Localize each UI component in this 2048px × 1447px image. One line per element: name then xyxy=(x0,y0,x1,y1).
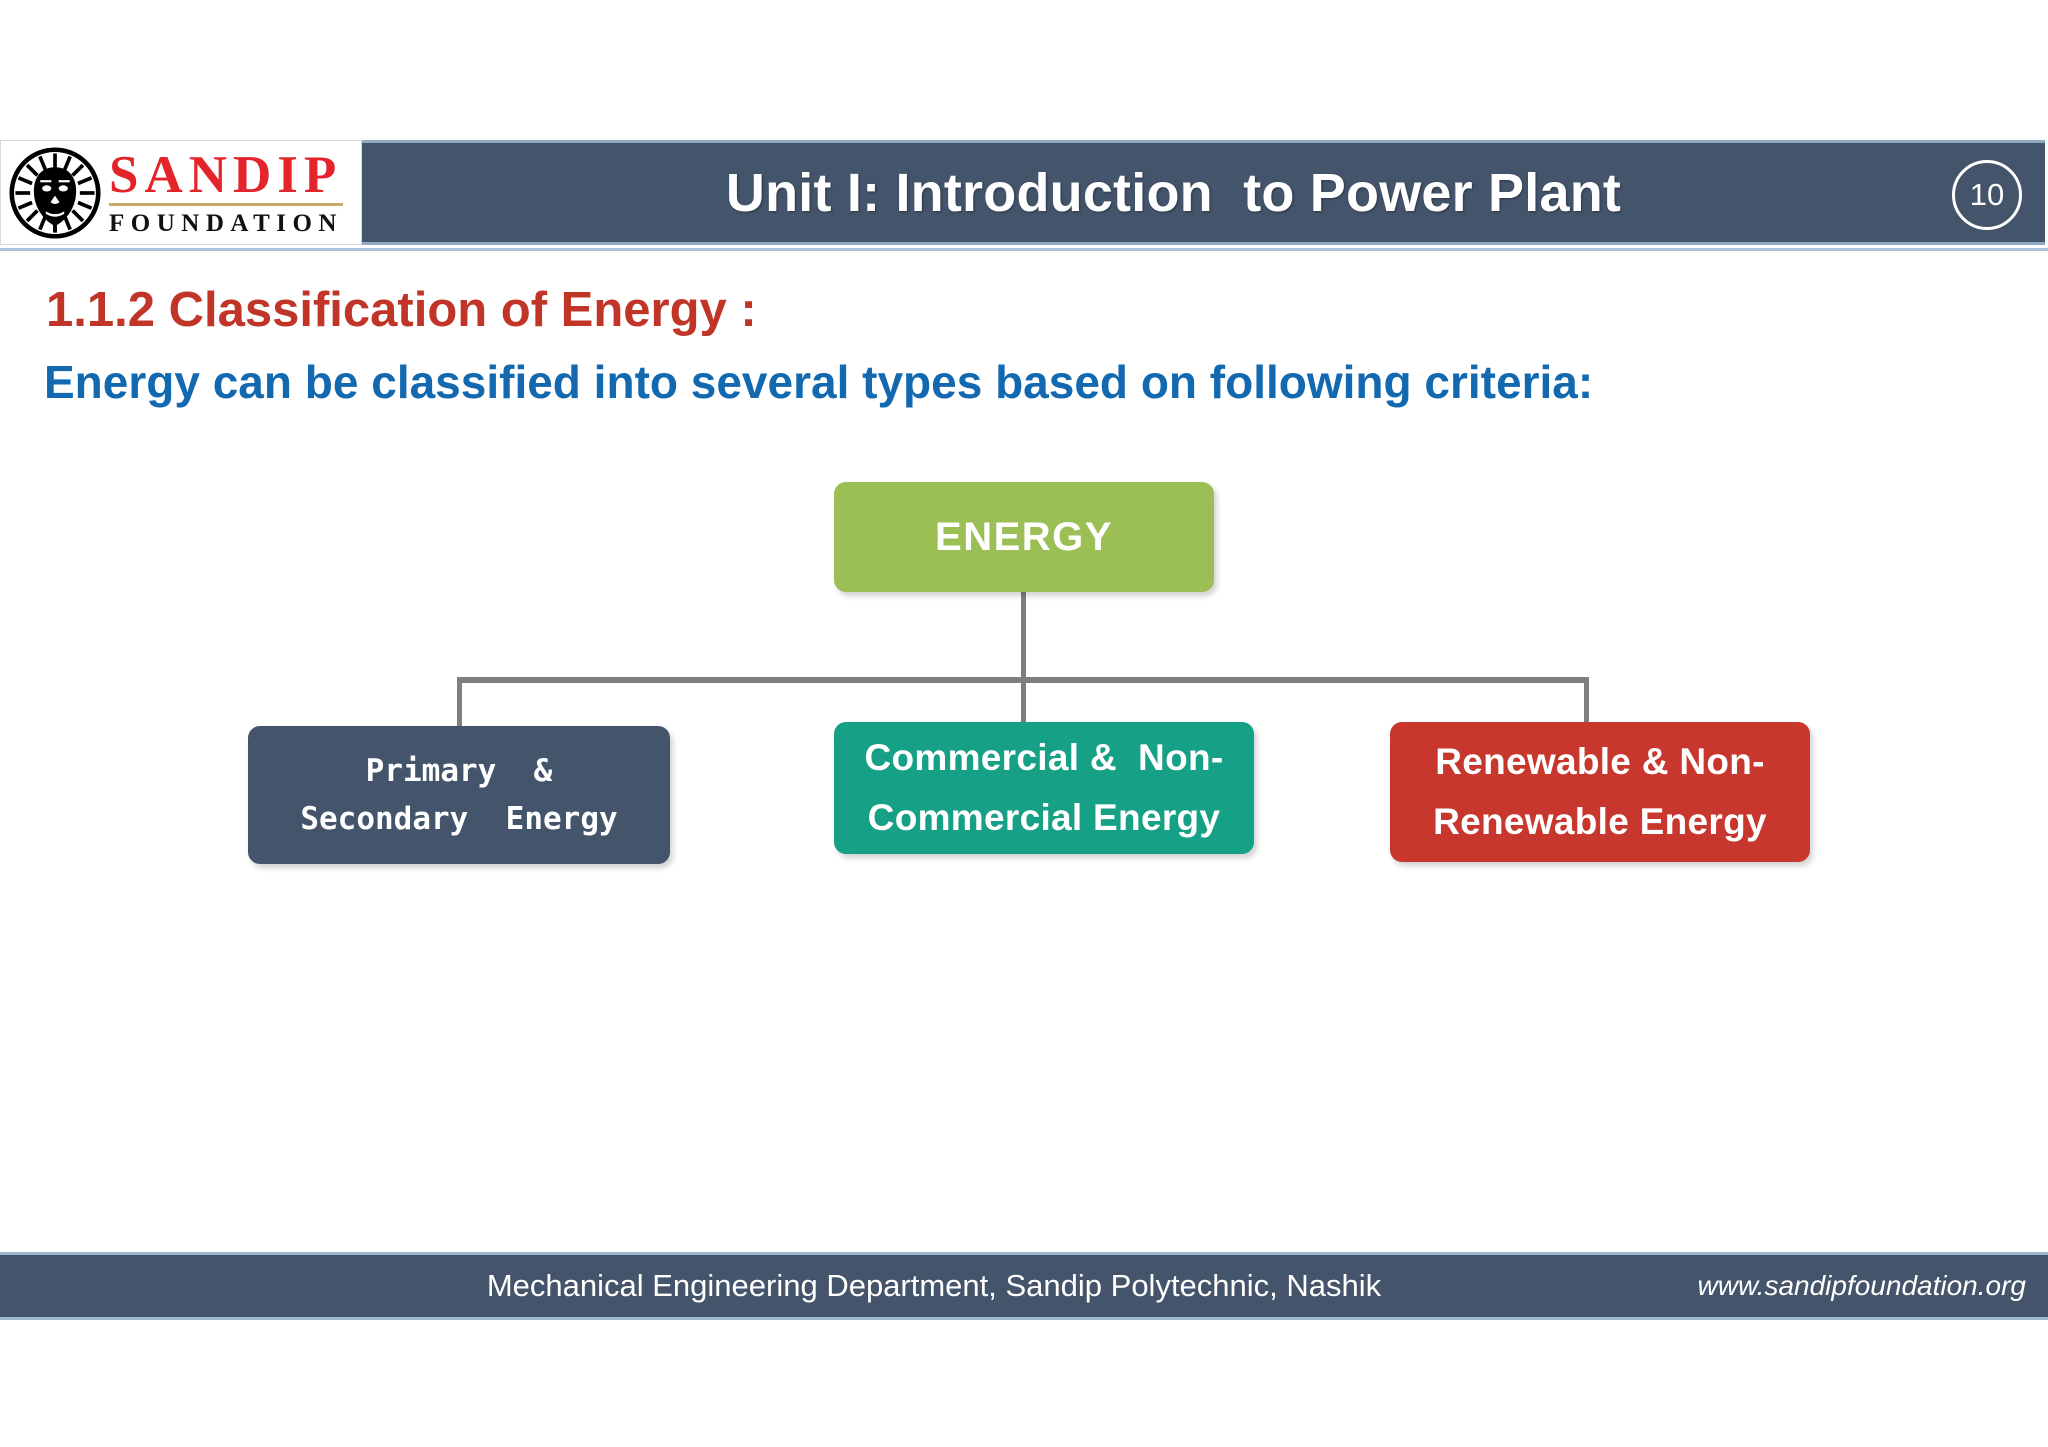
diagram-node-energy[interactable]: ENERGY xyxy=(834,482,1214,592)
diagram-node-commercial-noncommercial[interactable]: Commercial & Non- Commercial Energy xyxy=(834,722,1254,854)
footer-department-text: Mechanical Engineering Department, Sandi… xyxy=(486,1268,1382,1303)
node-label-line-1: Primary & xyxy=(365,752,553,789)
header-title-bar xyxy=(362,140,2045,245)
node-label-line-1: Renewable & Non- xyxy=(1435,741,1765,783)
page-title: Unit I: Introduction to Power Plant xyxy=(725,162,1622,223)
section-heading: 1.1.2 Classification of Energy : xyxy=(46,283,757,337)
connector-branch-middle xyxy=(1021,677,1026,725)
node-label-line-2: Secondary Energy xyxy=(300,801,618,837)
page-number-badge: 10 xyxy=(1952,160,2022,230)
lion-head-circle-icon xyxy=(9,146,101,239)
diagram-node-renewable-nonrenewable[interactable]: Renewable & Non- Renewable Energy xyxy=(1390,722,1810,862)
connector-branch-right xyxy=(1584,677,1589,725)
node-label-line-2: Renewable Energy xyxy=(1433,801,1767,842)
footer-website-url[interactable]: www.sandipfoundation.org xyxy=(1697,1270,2026,1301)
slide-footer: Mechanical Engineering Department, Sandi… xyxy=(0,1252,2048,1320)
slide-header: Unit I: Introduction to Power Plant 10 xyxy=(0,140,2048,248)
node-label-line-1: Commercial & Non- xyxy=(864,737,1224,779)
section-subtitle: Energy can be classified into several ty… xyxy=(44,356,1594,408)
brand-logo[interactable]: SANDIP FOUNDATION xyxy=(0,140,362,245)
node-label: ENERGY xyxy=(935,514,1113,559)
brand-wordmark: SANDIP FOUNDATION xyxy=(109,149,343,236)
brand-name-primary: SANDIP xyxy=(109,146,343,206)
connector-branch-left xyxy=(457,677,462,729)
node-label-line-2: Commercial Energy xyxy=(867,797,1221,838)
connector-root-stem xyxy=(1021,592,1026,680)
diagram-node-primary-secondary[interactable]: Primary & Secondary Energy xyxy=(248,726,670,864)
header-divider xyxy=(0,248,2048,251)
brand-name-secondary: FOUNDATION xyxy=(109,210,343,237)
